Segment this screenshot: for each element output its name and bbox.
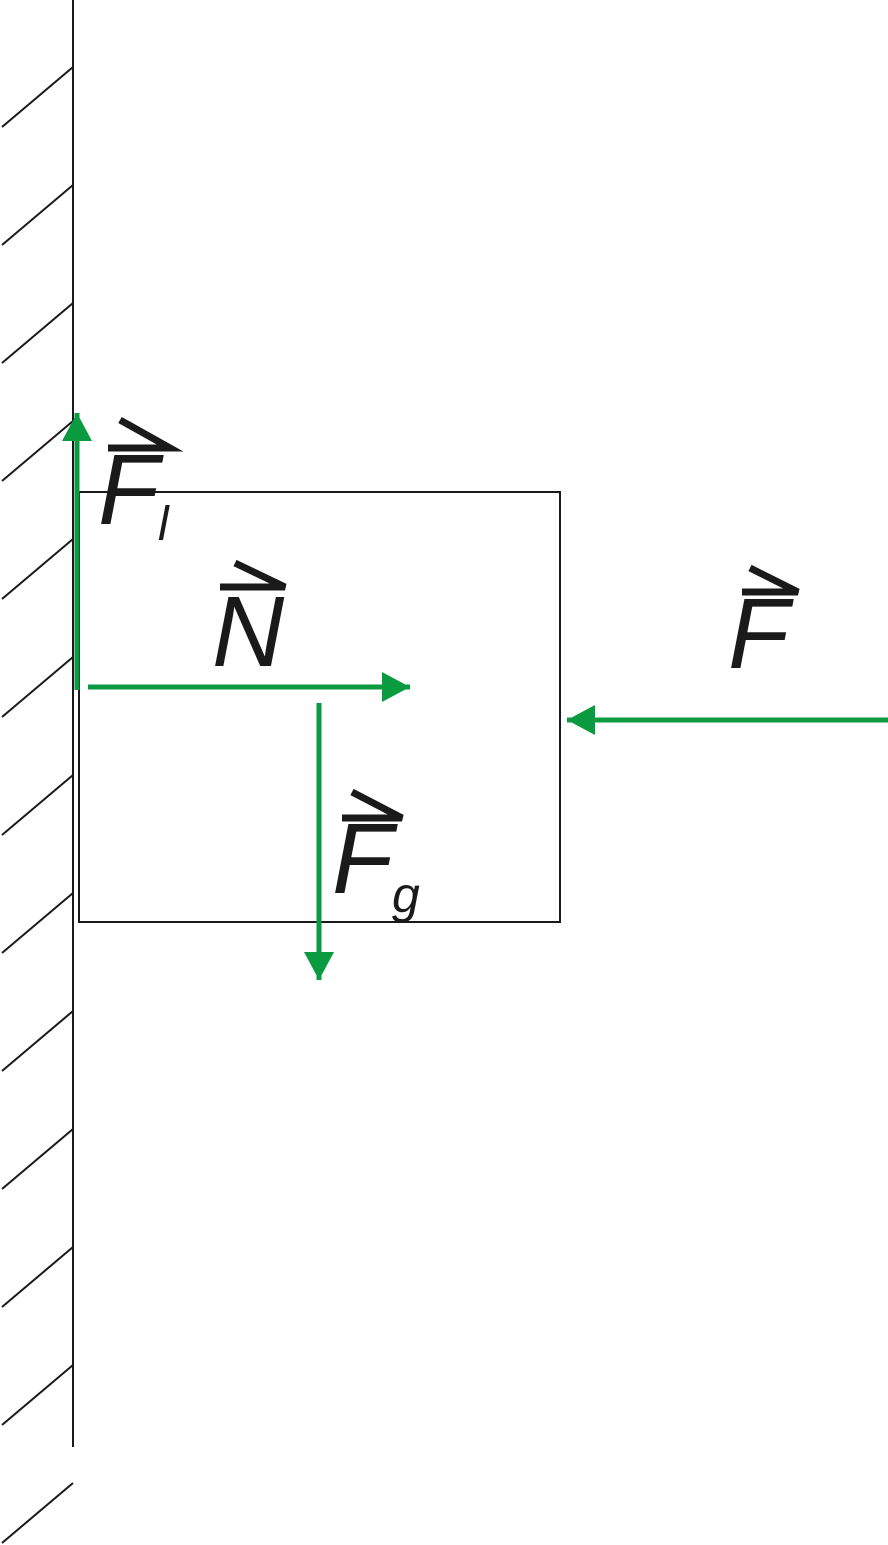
hatch-mark: [1, 774, 74, 836]
vector-arrow-icon: [220, 559, 287, 591]
vector-arrow-icon: [742, 564, 800, 596]
label-symbol: F: [332, 803, 398, 915]
friction-force-label: F l: [98, 416, 184, 551]
label-subscript: l: [158, 498, 170, 551]
arrowhead-icon: [382, 672, 410, 702]
wall-hatching: [1, 66, 74, 1544]
hatch-mark: [1, 1364, 74, 1426]
normal-force-label: N: [212, 559, 287, 688]
hatch-mark: [1, 656, 74, 718]
arrowhead-icon: [304, 952, 334, 980]
hatch-mark: [1, 1010, 74, 1072]
label-subscript: g: [392, 867, 420, 923]
hatch-mark: [1, 420, 74, 482]
hatch-mark: [1, 892, 74, 954]
hatch-mark: [1, 1482, 74, 1544]
arrowhead-icon: [62, 413, 92, 441]
vector-arrow-icon: [342, 788, 404, 822]
hatch-mark: [1, 1128, 74, 1190]
label-symbol: F: [98, 434, 164, 546]
vector-arrow-icon: [108, 416, 184, 452]
hatch-mark: [1, 302, 74, 364]
hatch-mark: [1, 538, 74, 600]
hatch-mark: [1, 66, 74, 128]
label-symbol: F: [728, 578, 794, 690]
arrowhead-icon: [567, 705, 595, 735]
gravity-force-label: F g: [332, 788, 420, 923]
hatch-mark: [1, 1246, 74, 1308]
label-symbol: N: [212, 576, 285, 688]
hatch-mark: [1, 184, 74, 246]
applied-force-label: F: [728, 564, 800, 690]
